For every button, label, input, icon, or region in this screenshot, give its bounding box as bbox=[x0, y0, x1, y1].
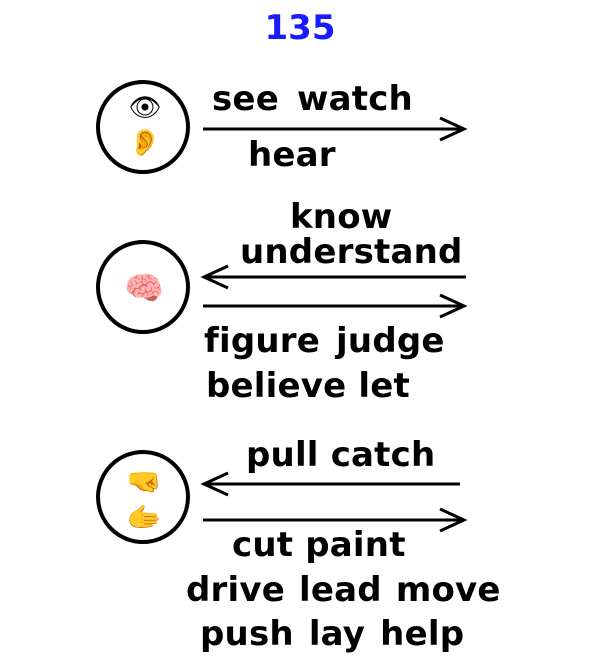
action-words-below-2: drive lead move bbox=[186, 570, 501, 610]
fist-icon: 🤜 bbox=[126, 465, 162, 498]
ear-icon: 👂 bbox=[128, 128, 162, 158]
hand-icon: 🫱 bbox=[126, 501, 162, 534]
cognition-words-above-1: know bbox=[290, 197, 393, 237]
eye-icon: 👁 bbox=[128, 93, 162, 123]
cognition-right-arrow bbox=[203, 293, 468, 319]
perception-words-above: see watch bbox=[212, 79, 413, 119]
action-circle bbox=[96, 450, 190, 544]
perception-words-below: hear bbox=[248, 135, 336, 175]
action-words-below-1: cut paint bbox=[232, 525, 406, 565]
cognition-left-arrow bbox=[200, 264, 466, 290]
cognition-words-below-1: figure judge bbox=[204, 321, 445, 361]
action-words-below-3: push lay help bbox=[200, 614, 465, 654]
cognition-words-above-2: understand bbox=[240, 232, 463, 272]
action-left-arrow bbox=[200, 471, 460, 497]
perception-right-arrow bbox=[203, 116, 468, 142]
action-words-above: pull catch bbox=[246, 435, 436, 475]
cognition-words-below-2: believe let bbox=[206, 366, 410, 406]
perception-circle bbox=[96, 80, 190, 174]
page-number: 135 bbox=[264, 8, 336, 48]
brain-icon: 🧠 bbox=[124, 269, 164, 307]
cognition-circle bbox=[96, 240, 190, 334]
action-right-arrow bbox=[203, 507, 468, 533]
